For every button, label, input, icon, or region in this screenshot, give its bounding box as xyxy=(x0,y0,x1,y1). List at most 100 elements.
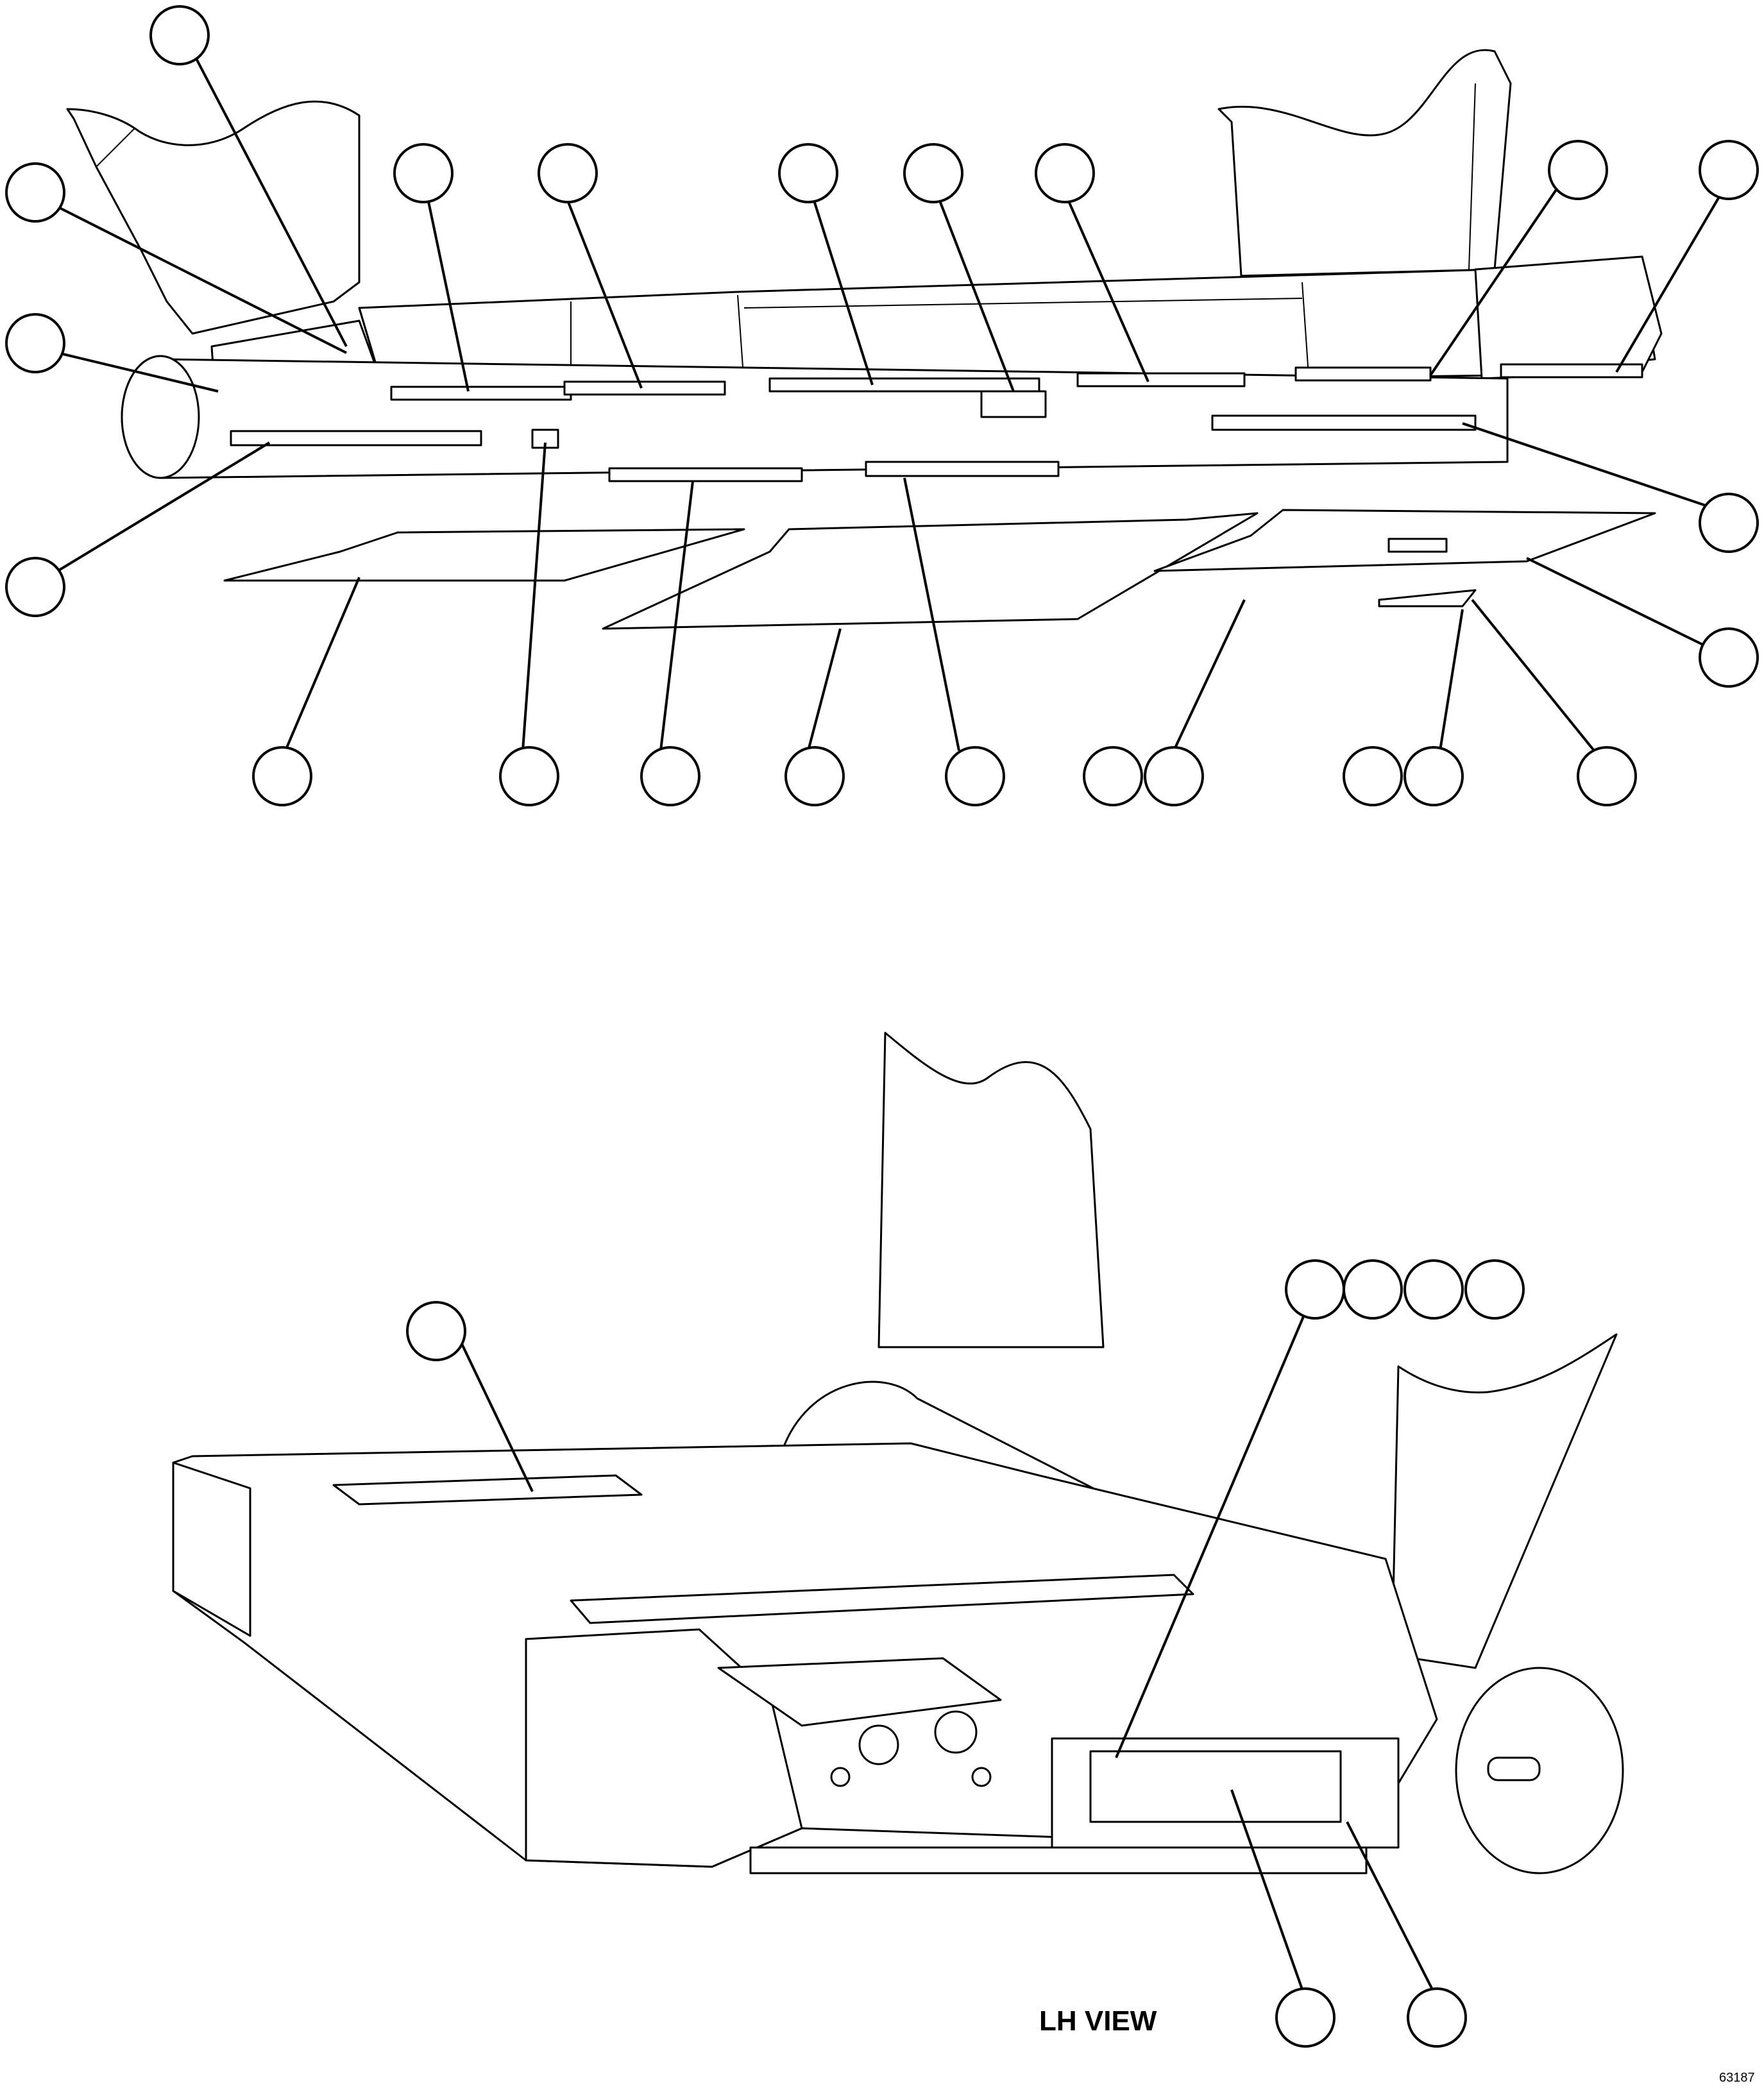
left-column-edge xyxy=(96,128,135,167)
lh-bearing-2 xyxy=(934,1710,978,1754)
small-plate xyxy=(1387,538,1448,553)
lh-access-cover xyxy=(1089,1750,1342,1823)
beam-joint-3 xyxy=(1302,282,1309,376)
callout-balloon xyxy=(778,143,838,203)
callout-balloon xyxy=(1404,1259,1464,1320)
right-housing xyxy=(1474,255,1663,380)
callout-leaders xyxy=(54,51,1727,1999)
leader-bottom-5 xyxy=(903,477,960,751)
leader-left-3 xyxy=(56,441,271,572)
lh-drum-slot xyxy=(1487,1756,1541,1781)
small-panel-right xyxy=(1378,589,1477,607)
leader-lh-2 xyxy=(1115,1289,1316,1758)
callout-balloon xyxy=(393,143,454,203)
lh-bolt-1 xyxy=(830,1767,851,1787)
callout-balloon xyxy=(1035,143,1095,203)
callout-balloon xyxy=(5,557,65,617)
leader-top-4 xyxy=(810,192,874,386)
left-upright-column xyxy=(66,100,360,335)
callout-balloon xyxy=(5,313,65,373)
panel-left xyxy=(223,528,745,582)
lh-front-panel xyxy=(525,1628,803,1868)
leader-left-2 xyxy=(57,352,219,393)
callout-balloon xyxy=(1404,746,1464,806)
callout-balloon xyxy=(1275,1987,1336,2048)
callout-balloon xyxy=(252,746,312,806)
callout-balloon xyxy=(1407,1987,1467,2048)
leader-top-1 xyxy=(191,51,348,347)
leader-bottom-8 xyxy=(1471,599,1595,752)
leader-left-1 xyxy=(54,204,347,354)
figure-code: 63187 xyxy=(1719,2071,1755,2085)
leader-top-8 xyxy=(1615,185,1727,373)
lower-center-plate-1 xyxy=(608,467,803,482)
view-label: LH VIEW xyxy=(1039,2005,1157,2037)
callout-balloon xyxy=(1343,746,1403,806)
callout-balloon xyxy=(903,143,963,203)
callout-balloon xyxy=(1577,746,1637,806)
callout-balloon xyxy=(1083,746,1143,806)
leader-top-5 xyxy=(935,192,1015,392)
callout-balloon xyxy=(1285,1259,1345,1320)
callout-balloon xyxy=(1699,493,1759,553)
lh-view-assembly xyxy=(172,1032,1624,1874)
callout-balloon xyxy=(406,1301,466,1361)
leader-right-2 xyxy=(1526,557,1710,649)
callout-balloon xyxy=(1144,746,1204,806)
lh-left-box xyxy=(172,1461,251,1637)
leader-top-3 xyxy=(563,192,643,389)
lower-right-plate xyxy=(1211,414,1477,431)
right-upright-column xyxy=(1217,49,1512,277)
leader-lh-1 xyxy=(461,1343,534,1492)
lh-bottom-rail xyxy=(749,1846,1368,1874)
lh-top-cover-1 xyxy=(332,1474,643,1506)
callout-balloon xyxy=(1464,1259,1525,1320)
leader-top-7 xyxy=(1429,185,1560,377)
center-block xyxy=(980,390,1047,418)
callout-balloon xyxy=(1548,140,1608,200)
lh-bearing-1 xyxy=(858,1724,899,1765)
lower-center-plate-2 xyxy=(865,461,1060,477)
callout-balloon xyxy=(640,746,700,806)
lh-top-cover-2 xyxy=(570,1574,1194,1624)
top-view-assembly xyxy=(66,49,1663,630)
leader-bottom-2 xyxy=(522,442,547,751)
leader-lh-4 xyxy=(1346,1821,1438,1999)
beam-top-rail xyxy=(743,298,1303,309)
leader-bottom-3 xyxy=(659,480,694,751)
leader-lh-3 xyxy=(1230,1789,1307,1999)
callout-balloon xyxy=(784,746,845,806)
strip-6 xyxy=(1500,363,1643,378)
strip-1 xyxy=(390,386,572,401)
lower-left-plate xyxy=(230,430,482,446)
leader-bottom-1 xyxy=(284,577,360,751)
right-column-edge xyxy=(1468,83,1476,270)
callout-balloon xyxy=(1343,1259,1403,1320)
leader-bottom-4 xyxy=(807,628,842,751)
callout-balloon xyxy=(1699,627,1759,688)
strip-5 xyxy=(1294,366,1432,382)
leader-top-6 xyxy=(1064,192,1149,382)
small-clip xyxy=(531,429,559,449)
panel-center xyxy=(602,512,1259,630)
leader-bottom-6 xyxy=(1173,599,1246,751)
leader-bottom-7 xyxy=(1439,609,1464,751)
lh-bolt-2 xyxy=(971,1767,992,1787)
lh-tray-plate xyxy=(717,1657,1002,1727)
callout-balloon xyxy=(945,746,1005,806)
lh-right-column xyxy=(1391,1333,1618,1669)
callout-balloons xyxy=(5,5,1759,2048)
callout-balloon xyxy=(538,143,598,203)
lh-back-column xyxy=(878,1032,1105,1348)
strip-4 xyxy=(1076,372,1246,387)
callout-balloon xyxy=(1699,140,1759,200)
callout-balloon xyxy=(499,746,559,806)
callout-balloon xyxy=(149,5,210,65)
leader-top-2 xyxy=(425,192,470,392)
strip-2 xyxy=(563,380,726,396)
left-drum-end xyxy=(121,355,200,479)
callout-balloon xyxy=(5,162,65,223)
leader-right-1 xyxy=(1462,422,1710,508)
